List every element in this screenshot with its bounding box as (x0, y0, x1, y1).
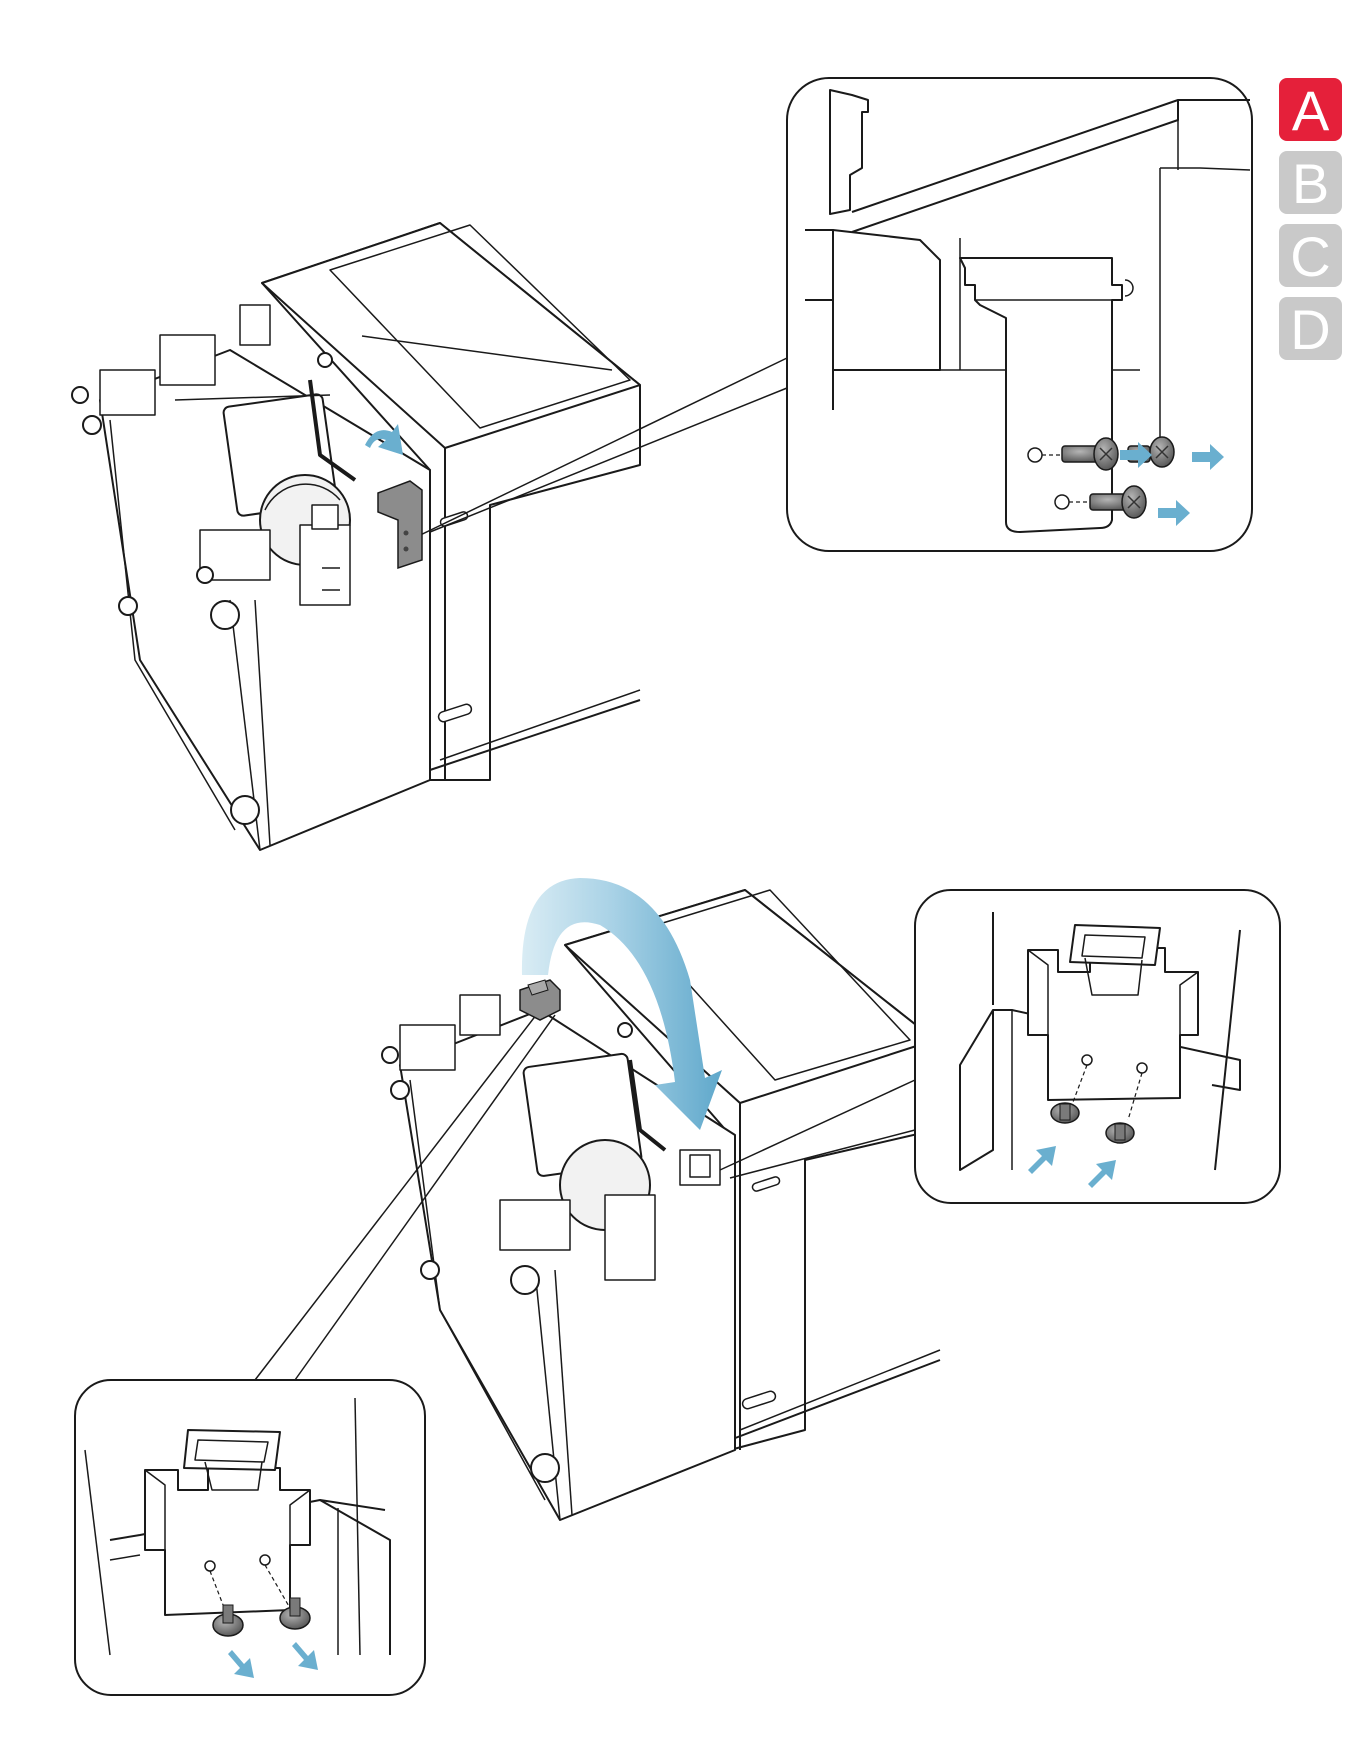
step-tab-d[interactable]: D (1279, 297, 1342, 360)
step-tab-c[interactable]: C (1279, 224, 1342, 287)
callout-detail-remove-bracket (787, 78, 1252, 551)
step-tabs: A B C D (1279, 78, 1342, 370)
top-machine-illustration (72, 223, 787, 850)
step-tab-b[interactable]: B (1279, 151, 1342, 214)
callout-detail-install-right (915, 890, 1280, 1203)
step-tab-a[interactable]: A (1279, 78, 1342, 141)
step-tab-label: A (1292, 83, 1329, 139)
screw-icon (1051, 1103, 1079, 1123)
step-tab-label: C (1290, 229, 1330, 285)
callout-detail-remove-left (75, 1380, 425, 1695)
bottom-bracket (520, 980, 560, 1020)
screw-icon (1106, 1123, 1134, 1143)
step-tab-label: B (1292, 156, 1329, 212)
step-tab-label: D (1290, 302, 1330, 358)
